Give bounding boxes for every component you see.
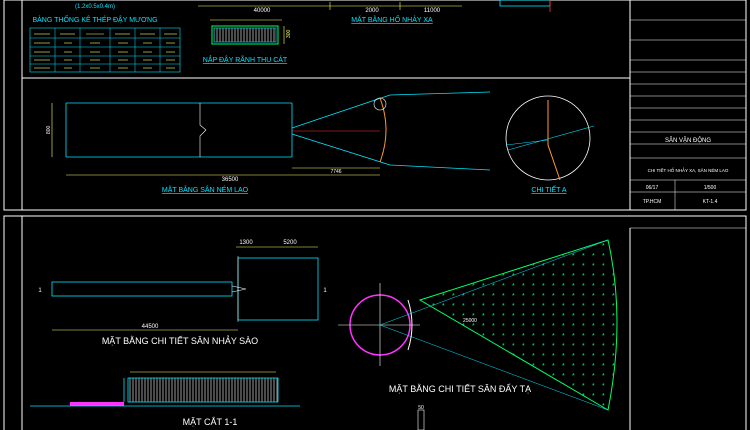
project-label: SÂN VẬN ĐỘNG: [665, 137, 711, 144]
scale: 1/500: [704, 185, 717, 191]
long-jump-plan: 40000 2000 11000 MẶT BẰNG HỐ NHẢY XA: [198, 0, 551, 24]
dim-1300: 1300: [239, 240, 253, 246]
bottom-sheet-frame: [3, 215, 747, 430]
dim-11000: 11000: [424, 8, 441, 14]
pole-vault-title: MẶT BẰNG CHI TIẾT SÂN NHẢY SÀO: [102, 335, 258, 346]
dim-800: 800: [46, 125, 52, 134]
dim-7746: 7746: [330, 169, 341, 175]
section-marker-left: 1: [38, 288, 42, 294]
sector-radius: 25000: [463, 318, 477, 324]
title-block-top: SÂN VẬN ĐỘNG CHI TIẾT HỐ NHẢY XA, SÂN NÉ…: [629, 0, 747, 211]
shot-put-title: MẶT BẰNG CHI TIẾT SÂN ĐẨY TẠ: [389, 383, 531, 394]
dim-36500: 36500: [222, 177, 239, 183]
steel-statistics-table: (1.2x0.5x0.4m) BẢNG THỐNG KÊ THÉP ĐẬY MƯ…: [29, 4, 181, 73]
cover-title: NẮP ĐẬY RÃNH THU CÁT: [203, 55, 288, 64]
javelin-plan: 800 7746 36500 MẶT BẰNG SÂN NÉM LAO: [46, 91, 491, 194]
detail-a-title: CHI TIẾT A: [531, 184, 566, 194]
pole-vault-plan: 1300 5200 44500 MẶT BẰNG CHI TIẾT SÂN NH…: [38, 240, 327, 346]
section-1-1: MẶT CẮT 1-1: [30, 371, 300, 427]
dim-2000: 2000: [365, 8, 379, 14]
top-sheet: (1.2x0.5x0.4m) BẢNG THỐNG KÊ THÉP ĐẬY MƯ…: [3, 0, 747, 211]
sand-trap-cover-detail: 300 NẮP ĐẬY RÃNH THU CÁT: [203, 19, 292, 64]
table-note: (1.2x0.5x0.4m): [75, 4, 115, 10]
dim-40000: 40000: [254, 8, 271, 14]
top-sheet-frame: [3, 0, 747, 211]
dim-5200: 5200: [283, 240, 297, 246]
javelin-plan-title: MẶT BẰNG SÂN NÉM LAO: [162, 185, 249, 194]
cover-dim: 300: [286, 29, 292, 38]
bottom-sheet: 1300 5200 44500 MẶT BẰNG CHI TIẾT SÂN NH…: [3, 215, 747, 430]
detail-a: CHI TIẾT A: [505, 95, 595, 194]
long-jump-plan-title: MẶT BẰNG HỐ NHẢY XA: [351, 14, 433, 24]
shot-put-plan: 25000 MẶT BẰNG CHI TIẾT SÂN ĐẨY TẠ 50: [338, 239, 618, 430]
dim-44500: 44500: [142, 324, 159, 330]
table-title: BẢNG THỐNG KÊ THÉP ĐẬY MƯƠNG: [32, 14, 157, 24]
dim-50: 50: [418, 405, 424, 411]
section-title: MẶT CẮT 1-1: [183, 417, 238, 427]
date: 06/17: [646, 185, 659, 191]
drawn-by: TP.HCM: [643, 199, 662, 205]
section-marker-right: 1: [323, 288, 327, 294]
drawing-name: CHI TIẾT HỐ NHẢY XA, SÂN NÉM LAO: [648, 167, 729, 173]
sheet-no: KT-1.4: [703, 199, 718, 205]
